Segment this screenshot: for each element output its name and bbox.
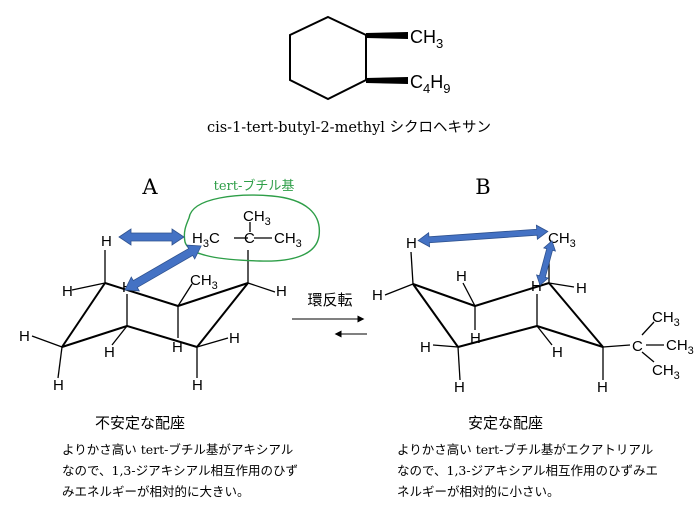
unstable-description: よりかさ高い tert-ブチル基がアキシアル なので、1,3-ジアキシアル相互作… bbox=[62, 439, 362, 502]
butyl-c: C bbox=[410, 72, 423, 92]
methyl-wedge-bond bbox=[366, 32, 408, 39]
repulsion-arrow-h-methyl bbox=[124, 244, 202, 292]
h-a9: H bbox=[229, 330, 240, 347]
svg-text:C4H9: C4H9 bbox=[410, 72, 450, 96]
tbu-top-ch3: CH3 bbox=[243, 208, 271, 228]
tbu-left-h3c: H3C bbox=[192, 230, 220, 250]
unstable-desc-line-1: よりかさ高い tert-ブチル基がアキシアル bbox=[62, 442, 294, 457]
butyl-h: H bbox=[430, 72, 443, 92]
h-a2: H bbox=[62, 283, 73, 300]
tbu-b-bottom-ch3: CH3 bbox=[652, 362, 680, 382]
svg-text:CH3: CH3 bbox=[410, 27, 443, 51]
stable-desc-line-2: なので、1,3-ジアキシアル相互作用のひずみエ bbox=[397, 463, 658, 478]
conformer-a-label: A bbox=[141, 175, 158, 199]
h-b7: H bbox=[531, 278, 542, 295]
methyl-a-ch: CH bbox=[190, 272, 212, 289]
interaction-arrow-methyl-h-b bbox=[535, 240, 557, 286]
h-b3: H bbox=[456, 268, 467, 285]
unstable-desc-line-2: なので、1,3-ジアキシアル相互作用のひず bbox=[62, 463, 298, 478]
methyl-sub: 3 bbox=[436, 36, 443, 51]
conformer-a: H H H H H H H H H H CH3 CH3 H3C C CH3 bbox=[19, 194, 320, 394]
stable-desc-line-1: よりかさ高い tert-ブチル基がエクアトリアル bbox=[397, 442, 654, 457]
ring-b bbox=[412, 282, 604, 348]
unstable-desc-line-3: みエネルギーが相対的に大きい。 bbox=[62, 484, 250, 499]
h-a4: H bbox=[53, 377, 64, 394]
stable-desc-line-3: ネルギーが相対的に小さい。 bbox=[397, 484, 560, 499]
tbu-b-top-ch3: CH3 bbox=[652, 309, 680, 329]
stable-conformer-heading: 安定な配座 bbox=[468, 414, 544, 432]
unstable-conformer-heading: 不安定な配座 bbox=[95, 414, 186, 432]
methyl-b: CH3 bbox=[548, 230, 576, 250]
cyclohexane-skeletal-structure: CH3 C4H9 bbox=[289, 15, 450, 101]
h-b1: H bbox=[406, 235, 417, 252]
h-b5: H bbox=[420, 339, 431, 356]
h-a6: H bbox=[104, 344, 115, 361]
butyl-wedge-bond bbox=[366, 77, 408, 84]
h-b6: H bbox=[454, 379, 465, 396]
ring-a bbox=[61, 282, 249, 348]
conformer-b: H H H H H H H H H H CH3 C CH3 CH3 CH3 bbox=[372, 224, 694, 396]
butyl-h-sub: 9 bbox=[443, 81, 450, 96]
butyl-c-sub: 4 bbox=[423, 81, 430, 96]
stable-description: よりかさ高い tert-ブチル基がエクアトリアル なので、1,3-ジアキシアル相… bbox=[397, 439, 697, 502]
interaction-arrow-h-methyl-b bbox=[417, 224, 549, 248]
h-a1: H bbox=[101, 233, 112, 250]
h-a7: H bbox=[172, 339, 183, 356]
tbu-b-center-c: C bbox=[632, 338, 643, 355]
tbu-right-ch3: CH3 bbox=[274, 230, 302, 250]
tert-butyl-highlight-circle bbox=[183, 194, 320, 262]
tert-butyl-group-label: tert-ブチル基 bbox=[214, 178, 295, 194]
repulsion-arrow-h-tbu bbox=[118, 228, 185, 246]
ring-flip-label: 環反転 bbox=[307, 291, 352, 309]
h-b4: H bbox=[470, 330, 481, 347]
methyl-label: CH bbox=[410, 27, 436, 47]
methyl-a: CH3 bbox=[190, 272, 218, 292]
h-b2: H bbox=[372, 287, 383, 304]
h-a3: H bbox=[19, 328, 30, 345]
h-a8: H bbox=[192, 377, 203, 394]
h-b8: H bbox=[552, 344, 563, 361]
tbu-b-right-ch3: CH3 bbox=[666, 337, 694, 357]
compound-name: cis-1-tert-butyl-2-methyl シクロヘキサン bbox=[207, 119, 491, 136]
methyl-a-sub: 3 bbox=[212, 280, 218, 292]
h-b10: H bbox=[597, 379, 608, 396]
conformer-b-label: B bbox=[475, 175, 490, 199]
tbu-center-c: C bbox=[244, 230, 255, 247]
h-a10: H bbox=[276, 283, 287, 300]
h-b9: H bbox=[576, 280, 587, 297]
